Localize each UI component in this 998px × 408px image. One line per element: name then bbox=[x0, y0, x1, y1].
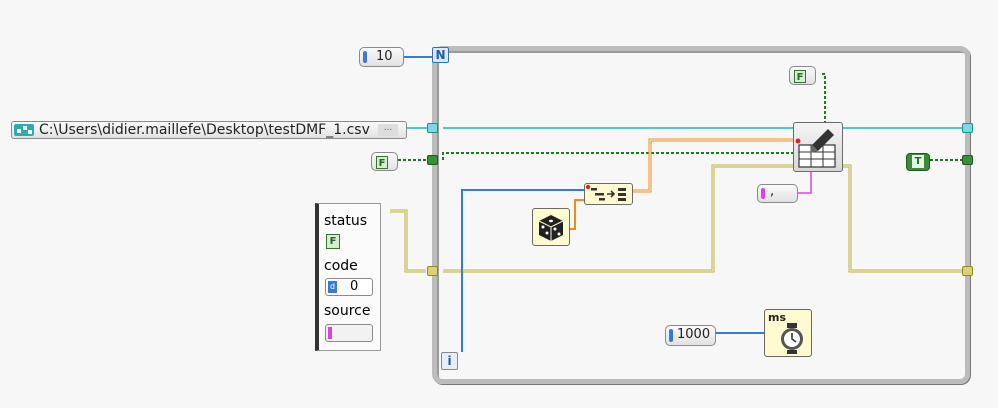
tunnel-error-out[interactable] bbox=[962, 266, 973, 276]
build-array-node[interactable] bbox=[584, 183, 633, 205]
tunnel-error-in[interactable] bbox=[427, 266, 438, 276]
wire-delimiter bbox=[798, 172, 812, 194]
wait-ms-value: 1000 bbox=[677, 327, 711, 342]
build-array-icon bbox=[585, 184, 626, 201]
path-browse-button[interactable]: ... bbox=[378, 124, 398, 136]
wire-bool-append bbox=[398, 152, 793, 161]
transpose-bool-constant[interactable]: F bbox=[789, 66, 816, 85]
dice-icon bbox=[538, 215, 564, 241]
code-value: 0 bbox=[350, 279, 359, 294]
stop-bool-constant[interactable]: T bbox=[906, 153, 930, 171]
file-path-constant[interactable]: C:\Users\didier.maillefe\Desktop\testDMF… bbox=[11, 121, 407, 139]
for-loop[interactable] bbox=[432, 46, 970, 384]
status-label: status bbox=[324, 213, 368, 229]
tunnel-bool-out[interactable] bbox=[962, 155, 973, 165]
status-value[interactable]: F bbox=[326, 234, 340, 249]
wire-iteration bbox=[461, 189, 585, 352]
bool-true-value: T bbox=[912, 155, 924, 168]
source-label: source bbox=[324, 303, 371, 319]
append-bool-constant[interactable]: F bbox=[371, 152, 398, 171]
wire-bool-transpose bbox=[822, 73, 826, 124]
wait-ms-constant[interactable]: 1000 bbox=[665, 325, 716, 346]
random-number-node[interactable] bbox=[532, 208, 570, 246]
tunnel-path-in[interactable] bbox=[427, 123, 438, 133]
iterations-value: 10 bbox=[376, 49, 393, 64]
code-label: code bbox=[324, 258, 358, 274]
loop-count-terminal[interactable]: N bbox=[432, 47, 449, 63]
wait-ms-node[interactable]: ms bbox=[764, 309, 812, 357]
path-icon bbox=[14, 124, 34, 136]
delimiter-value: , bbox=[770, 184, 775, 199]
code-field[interactable]: d 0 bbox=[325, 278, 373, 296]
tunnel-bool-in[interactable] bbox=[427, 155, 438, 165]
wire-random bbox=[570, 199, 585, 230]
code-radix[interactable]: d bbox=[328, 281, 337, 293]
wait-ms-label: ms bbox=[768, 311, 787, 324]
delimiter-constant[interactable]: , bbox=[757, 184, 798, 203]
file-path-value: C:\Users\didier.maillefe\Desktop\testDMF… bbox=[39, 122, 370, 138]
loop-iteration-terminal[interactable]: i bbox=[441, 352, 458, 370]
write-spreadsheet-icon bbox=[795, 129, 836, 168]
tunnel-path-out[interactable] bbox=[962, 123, 973, 133]
iterations-constant[interactable]: 10 bbox=[359, 47, 404, 67]
error-cluster-constant[interactable]: status F code d 0 source bbox=[315, 203, 381, 351]
bool-false-value: F bbox=[376, 156, 388, 169]
stopwatch-icon bbox=[781, 323, 803, 354]
write-spreadsheet-node[interactable] bbox=[793, 122, 843, 172]
source-field[interactable] bbox=[325, 324, 373, 342]
bool-false-value: F bbox=[794, 70, 806, 83]
